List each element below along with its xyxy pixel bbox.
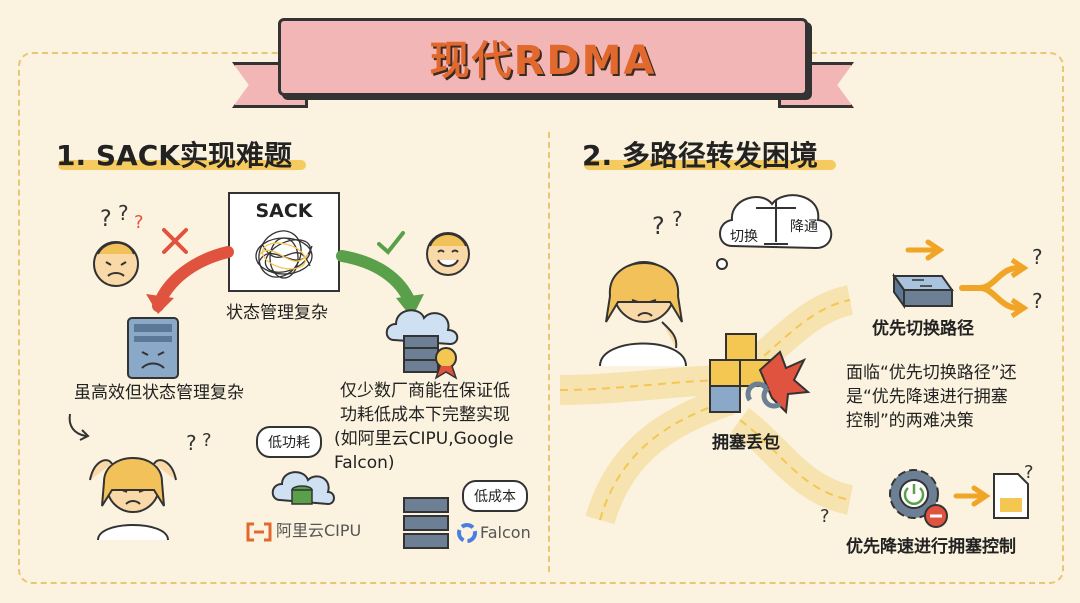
sack-caption: 状态管理复杂 [226,303,328,323]
low-cost-bubble: 低成本 [462,480,528,512]
section2-underline [584,160,836,170]
curved-arrow-icon [68,413,90,441]
low-power-bubble: 低功耗 [256,426,322,458]
question-marks-icon: ? ? ? [100,201,144,233]
girl-question-marks-icon: ? ? [186,430,212,455]
gear-icon [889,469,948,528]
right-caption-line1: 仅少数厂商能在保证低 [340,381,510,401]
page-title: 现代RDMA [429,38,657,84]
file-icon [993,473,1029,519]
sad-server-icon [127,317,179,379]
right-caption-line4: Falcon) [334,453,395,473]
red-arrow-icon [146,246,234,314]
aliyun-logo-icon [246,522,272,542]
switch-caption: 优先切换路径 [872,319,974,339]
svg-text:?: ? [100,207,112,232]
svg-text:?: ? [202,430,212,451]
scale-left-label: 切换 [730,229,758,245]
section1-underline [58,160,306,170]
svg-text:?: ? [186,431,197,455]
road-question-mark-icon: ? [820,506,830,527]
svg-text:?: ? [134,212,144,233]
green-check-icon [377,231,405,255]
svg-text:?: ? [1032,289,1043,313]
svg-text:?: ? [652,212,665,240]
svg-text:?: ? [1032,245,1043,269]
red-x-icon [162,228,188,254]
thought-cloud-icon [716,194,833,270]
slowdown-caption: 优先降速进行拥塞控制 [846,537,1016,557]
thinking-question-marks-icon: ? ? [652,207,683,240]
sack-box-label: SACK [255,200,313,222]
falcon-logo-text: Falcon [480,523,531,542]
congestion-loss-icon [709,333,811,415]
svg-text:?: ? [672,207,683,231]
server-rack-icon [403,497,449,549]
orange-arrow-icon [905,239,945,261]
aliyun-logo-text: 阿里云CIPU [276,521,362,540]
happy-face-icon [426,232,470,276]
cloud-database-icon [271,471,335,506]
svg-text:?: ? [118,201,129,225]
fork-arrow-icon [959,257,1029,319]
svg-text:?: ? [820,506,830,527]
title-banner: 现代RDMA [278,18,808,96]
fork-question-marks-icon: ? ? [1032,245,1043,313]
section2-title: 2. 多路径转发困境 [582,139,818,172]
right-caption-line2: 功耗低成本下完整实现 [340,405,510,425]
section1-title: 1. SACK实现难题 [56,139,292,172]
thinking-girl-icon [599,261,687,367]
google-logo-icon [457,523,477,543]
tangle-icon [255,230,313,279]
network-switch-icon [892,272,954,310]
cloud-server-icon [385,309,459,380]
dilemma-line2: 是“优先降速进行拥塞 [846,387,1008,407]
file-question-mark-icon: ? [1024,462,1034,483]
green-arrow-icon [336,250,424,318]
section-divider [548,132,550,572]
dilemma-line1: 面临“优先切换路径”还 [846,363,1017,383]
svg-text:?: ? [1024,462,1034,483]
congestion-caption: 拥塞丢包 [712,433,780,453]
stressed-girl-icon [89,457,177,541]
worried-face-icon [93,241,139,287]
sack-box: SACK [228,192,340,292]
right-caption-line3: (如阿里云CIPU,Google [334,429,514,449]
scale-right-label: 降通 [790,219,818,235]
orange-arrow-2-icon [953,485,991,507]
dilemma-line3: 控制”的两难决策 [846,411,974,431]
left-caption: 虽高效但状态管理复杂 [74,383,244,403]
